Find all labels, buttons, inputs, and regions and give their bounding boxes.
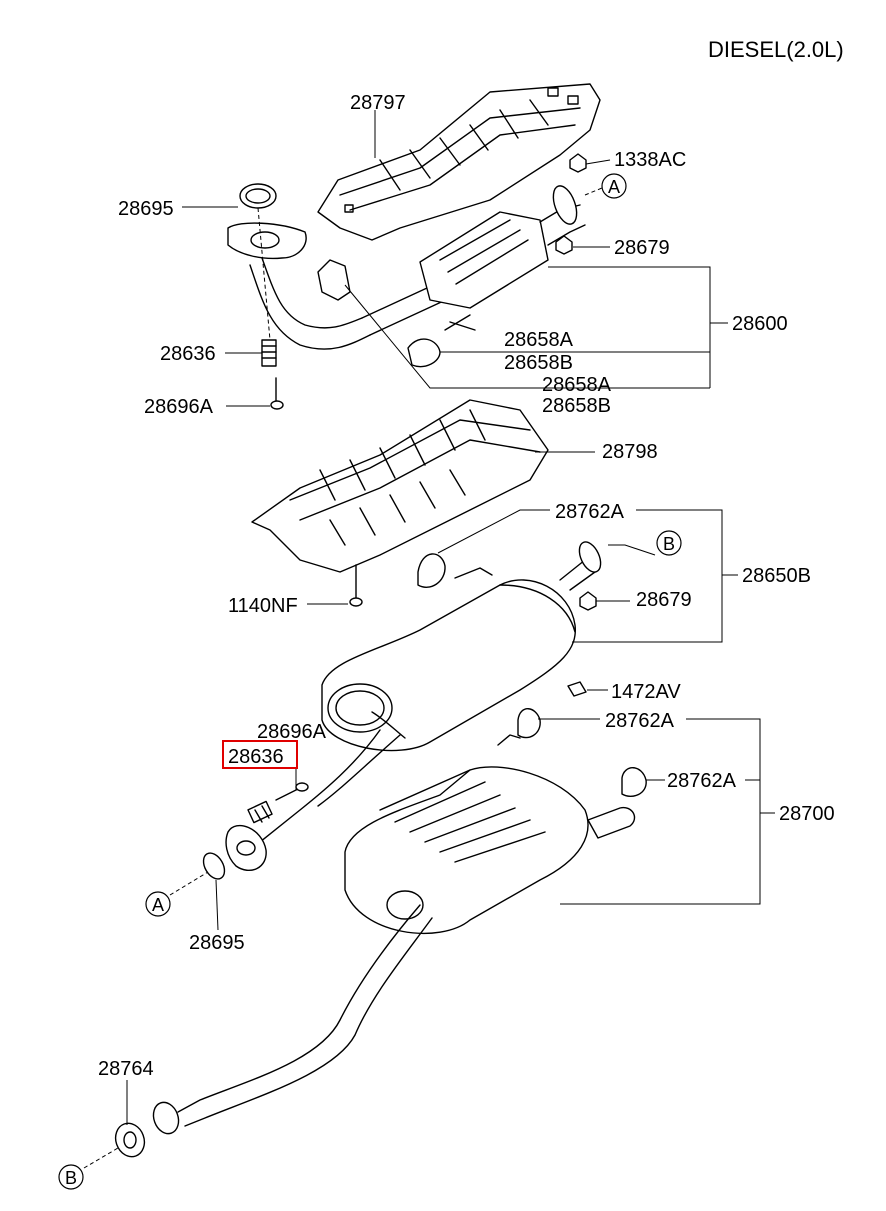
heat-shield-lower[interactable] bbox=[251, 399, 549, 573]
label-28695-bot: 28695 bbox=[189, 932, 245, 954]
flange-mid[interactable] bbox=[225, 824, 267, 871]
nut-28679-top[interactable] bbox=[555, 235, 573, 255]
label-28762a-mid: 28762A bbox=[555, 501, 625, 523]
label-28658b-1: 28658B bbox=[504, 352, 573, 374]
label-28700: 28700 bbox=[779, 803, 835, 825]
spring-28636-mid[interactable] bbox=[247, 800, 273, 824]
tail-flange[interactable] bbox=[149, 1099, 182, 1137]
front-pipe-catalytic-converter[interactable] bbox=[227, 183, 586, 368]
label-28695-top: 28695 bbox=[118, 198, 174, 220]
clip-1472av[interactable] bbox=[567, 681, 587, 697]
diagram-title: DIESEL(2.0L) bbox=[708, 37, 844, 62]
hanger-28762a-r2[interactable] bbox=[621, 767, 647, 798]
label-28636-top: 28636 bbox=[160, 343, 216, 365]
label-28600: 28600 bbox=[732, 313, 788, 335]
bolt-28696a-mid[interactable] bbox=[275, 782, 309, 801]
label-28797: 28797 bbox=[350, 92, 406, 114]
ref-circle-b-bot: B bbox=[58, 1164, 84, 1190]
center-muffler[interactable] bbox=[249, 539, 605, 851]
label-28658a-1: 28658A bbox=[504, 329, 574, 351]
svg-text:B: B bbox=[663, 534, 675, 554]
svg-text:A: A bbox=[152, 895, 164, 915]
ref-circle-a-bot: A bbox=[145, 891, 171, 917]
label-1140nf: 1140NF bbox=[228, 595, 298, 617]
ref-circle-a-top: A bbox=[601, 173, 627, 199]
highlight-box bbox=[222, 740, 298, 769]
svg-text:A: A bbox=[608, 177, 620, 197]
hanger-28762a-mid[interactable] bbox=[417, 553, 446, 588]
label-28762a-r2: 28762A bbox=[667, 770, 737, 792]
label-28658b-2: 28658B bbox=[542, 395, 611, 417]
label-28679-mid: 28679 bbox=[636, 589, 692, 611]
spring-28636-top[interactable] bbox=[261, 339, 277, 367]
heat-shield-upper[interactable] bbox=[317, 83, 601, 241]
label-28636-mid[interactable]: 28636 bbox=[228, 746, 284, 768]
bolt-1140nf[interactable] bbox=[349, 564, 363, 607]
rear-muffler[interactable] bbox=[177, 734, 636, 1127]
gasket-mid[interactable] bbox=[199, 849, 229, 882]
label-28764: 28764 bbox=[98, 1058, 154, 1080]
label-28679-top: 28679 bbox=[614, 237, 670, 259]
svg-text:B: B bbox=[65, 1168, 77, 1188]
hanger-28762a-r1[interactable] bbox=[517, 708, 541, 739]
label-28696a-mid: 28696A bbox=[257, 721, 327, 743]
label-1472av: 1472AV bbox=[611, 681, 681, 703]
label-28650b: 28650B bbox=[742, 565, 811, 587]
ref-circle-b-mid: B bbox=[656, 530, 682, 556]
nut-28679-mid[interactable] bbox=[579, 591, 597, 611]
tail-gasket[interactable] bbox=[111, 1119, 149, 1161]
bolt-28696a-top[interactable] bbox=[270, 377, 284, 410]
label-28798: 28798 bbox=[602, 441, 658, 463]
nut-1338ac[interactable] bbox=[569, 153, 587, 173]
label-28762a-r1: 28762A bbox=[605, 710, 675, 732]
label-1338ac: 1338AC bbox=[614, 149, 686, 171]
label-28658a-2: 28658A bbox=[542, 374, 612, 396]
label-28696a-top: 28696A bbox=[144, 396, 214, 418]
